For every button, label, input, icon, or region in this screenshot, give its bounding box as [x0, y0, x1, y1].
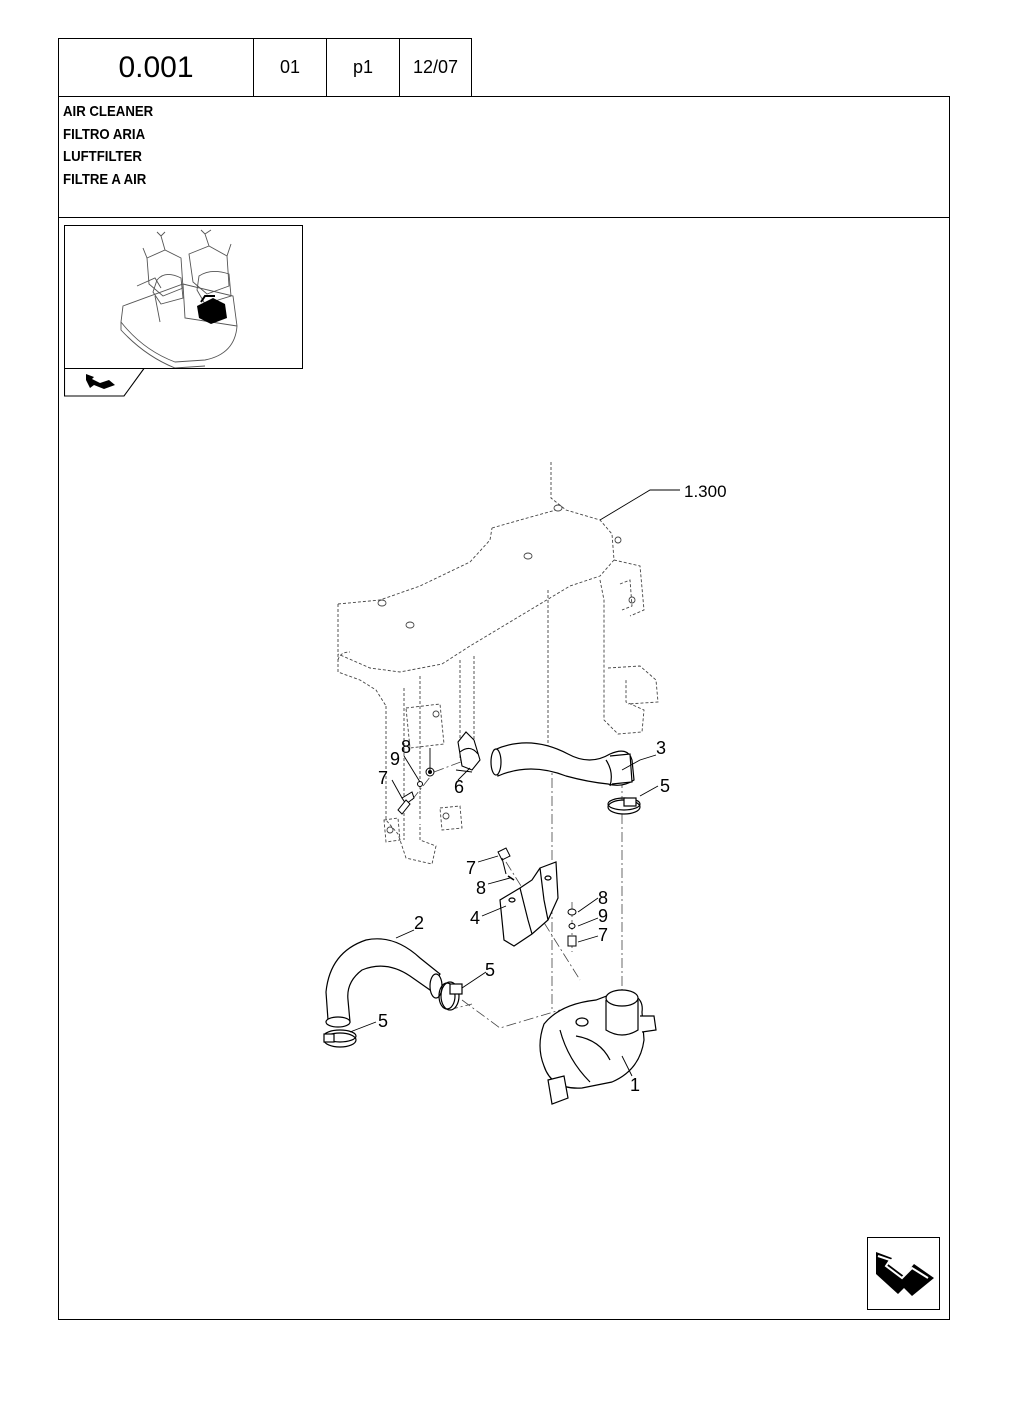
- version-text: 01: [279, 57, 301, 77]
- callout-1: 1: [630, 1075, 640, 1095]
- callout-5-upper: 5: [660, 776, 670, 796]
- title-german: LUFTFILTER: [63, 148, 142, 165]
- page-text: p1: [352, 57, 374, 77]
- callout-5-middle: 5: [485, 960, 495, 980]
- callout-6: 6: [454, 777, 464, 797]
- title-separator: [58, 217, 950, 218]
- title-italian: FILTRO ARIA: [63, 125, 146, 143]
- callout-7-upper: 7: [378, 768, 388, 788]
- page-frame: [58, 96, 950, 1320]
- callout-2: 2: [414, 913, 424, 933]
- callout-9-upper: 9: [390, 749, 400, 769]
- next-page-button[interactable]: [867, 1237, 940, 1310]
- callout-8-bracket: 8: [476, 878, 486, 898]
- date-text: 12/07: [412, 57, 459, 77]
- title-block: AIR CLEANER FILTRO ARIA LUFTFILTER FILTR…: [63, 101, 153, 191]
- catalog-code: 0.001: [58, 38, 254, 97]
- title-english: AIR CLEANER: [63, 103, 154, 120]
- back-arrow-icon: [86, 374, 115, 389]
- callout-7-bracket: 7: [466, 858, 476, 878]
- machine-thumbnail-icon: [120, 229, 238, 369]
- callout-8-right: 8: [598, 888, 608, 908]
- callout-3: 3: [656, 738, 666, 758]
- back-navigation-tab[interactable]: [63, 367, 146, 403]
- callout-4: 4: [470, 908, 480, 928]
- location-thumbnail: [64, 225, 303, 369]
- reference-label-1-300: 1.300: [684, 482, 727, 501]
- callout-9-right: 9: [598, 906, 608, 926]
- callout-7-right: 7: [598, 925, 608, 945]
- catalog-code-text: 0.001: [118, 50, 194, 84]
- date-cell: 12/07: [399, 38, 472, 97]
- callout-5-lower: 5: [378, 1011, 388, 1031]
- title-french: FILTRE A AIR: [63, 170, 147, 188]
- page-cell: p1: [326, 38, 400, 97]
- callout-8-upper: 8: [401, 737, 411, 757]
- next-page-arrow-icon: [876, 1252, 934, 1296]
